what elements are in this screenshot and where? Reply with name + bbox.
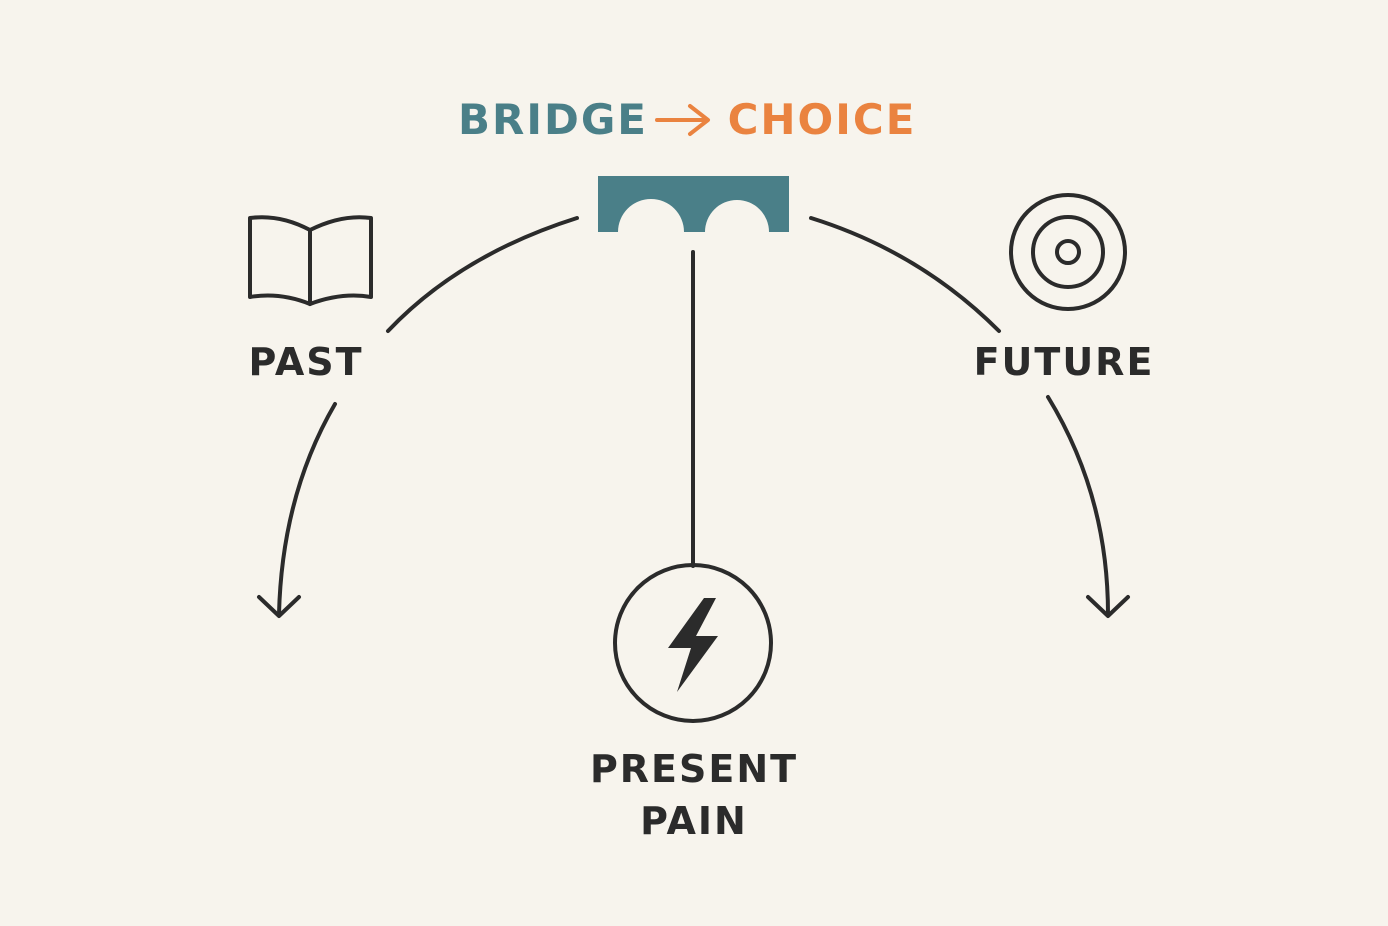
future-label: FUTURE (974, 340, 1155, 384)
target-icon (1009, 193, 1127, 311)
title-bridge: BRIDGE (458, 95, 648, 144)
bridge-icon (598, 176, 789, 232)
present-label-line1: PRESENT (590, 747, 798, 791)
future-down-arrow (1046, 395, 1130, 618)
arc-bridge-to-future (809, 216, 1001, 333)
open-book-icon (248, 215, 373, 306)
present-label-line2: PAIN (640, 799, 748, 843)
arrow-right-icon (655, 104, 710, 136)
lightning-bolt-icon (613, 563, 773, 723)
arc-bridge-to-past (386, 216, 579, 333)
title-choice: CHOICE (728, 95, 917, 144)
past-label: PAST (248, 340, 363, 384)
past-down-arrow (257, 402, 337, 618)
